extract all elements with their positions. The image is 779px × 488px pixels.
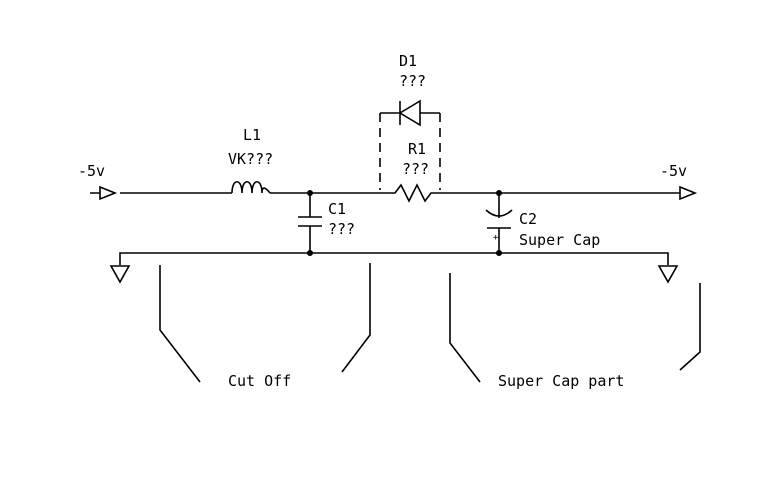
resistor-r1 xyxy=(390,183,437,203)
r1-ref: R1 xyxy=(408,140,426,158)
annotation-cutoff: Cut Off xyxy=(228,372,291,390)
input-label: -5v xyxy=(78,162,105,180)
l1-ref: L1 xyxy=(243,126,261,144)
capacitor-c2: + xyxy=(485,193,513,253)
l1-value: VK??? xyxy=(228,150,273,168)
output-port xyxy=(679,185,698,201)
bracket-cutoff-left xyxy=(159,265,201,383)
d1-value: ??? xyxy=(399,72,426,90)
d1-ref: D1 xyxy=(399,52,417,70)
output-label: -5v xyxy=(660,162,687,180)
capacitor-c1 xyxy=(298,193,322,253)
c2-polarity: + xyxy=(493,233,499,243)
c2-ref: C2 xyxy=(519,210,537,228)
r1-value: ??? xyxy=(402,160,429,178)
bracket-cutoff-right xyxy=(341,263,371,373)
diode-d1 xyxy=(379,99,441,190)
annotation-supercap: Super Cap part xyxy=(498,372,624,390)
c1-ref: C1 xyxy=(328,200,346,218)
inductor-l1 xyxy=(231,180,271,194)
ground-wire xyxy=(119,252,669,265)
input-port xyxy=(90,185,118,201)
ground-icon xyxy=(109,265,131,284)
bracket-supercap-left xyxy=(449,273,481,383)
c2-value: Super Cap xyxy=(519,231,600,249)
ground-icon xyxy=(657,265,679,284)
bracket-supercap-right xyxy=(679,283,701,371)
c1-value: ??? xyxy=(328,220,355,238)
